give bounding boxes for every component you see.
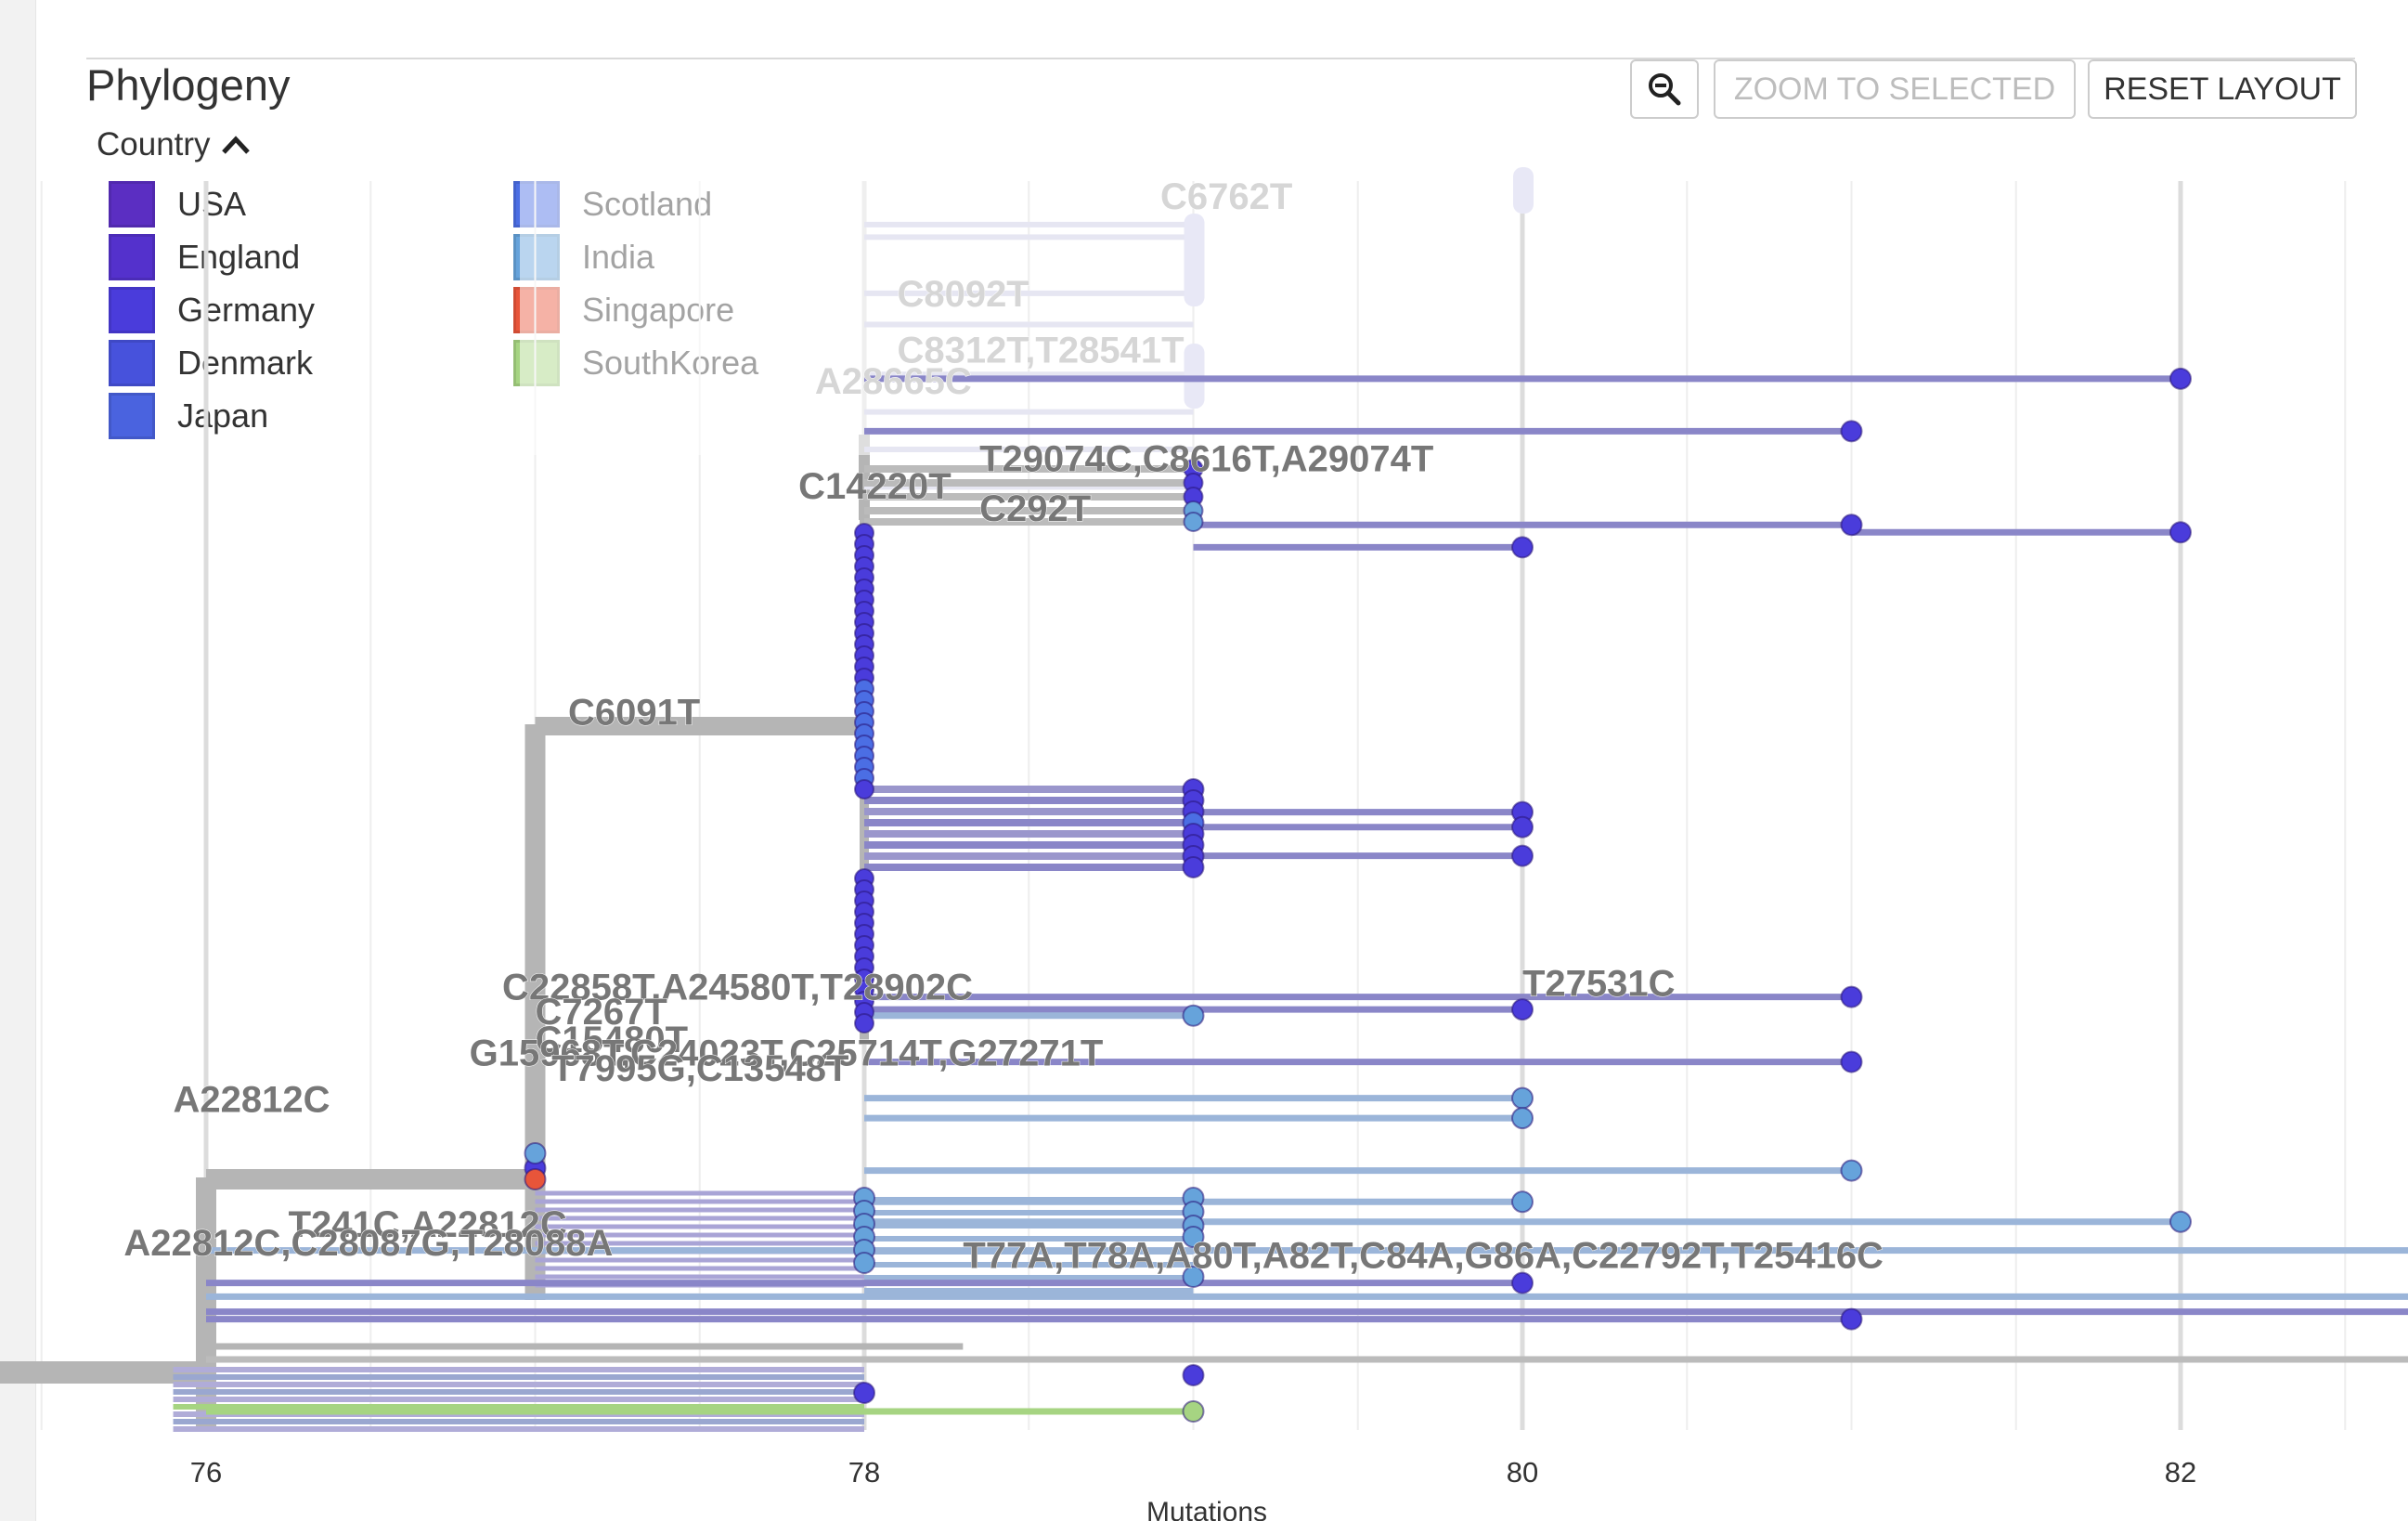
faded-node-cluster bbox=[1184, 214, 1205, 306]
tip-node bbox=[1511, 1190, 1534, 1214]
axis-tick-label: 78 bbox=[848, 1456, 880, 1488]
branch-label: C7267T bbox=[536, 992, 667, 1033]
branch-label: T7995G,C13548T bbox=[551, 1048, 848, 1089]
tip-node bbox=[1511, 815, 1534, 838]
branch-label: T241C,A22812C bbox=[289, 1204, 567, 1245]
faded-region bbox=[520, 149, 910, 455]
legend-label: Denmark bbox=[177, 344, 314, 382]
tip-node bbox=[853, 1382, 875, 1404]
tip-node bbox=[1182, 1400, 1205, 1423]
zoom-to-selected-button[interactable]: ZOOM TO SELECTED bbox=[1714, 59, 2076, 119]
reset-layout-button[interactable]: RESET LAYOUT bbox=[2088, 59, 2357, 119]
branch-label: T29074C,C8616T,A29074T bbox=[979, 438, 1433, 479]
tip-node bbox=[1182, 1226, 1205, 1248]
branch-label: C292T bbox=[979, 488, 1091, 529]
legend-swatch bbox=[109, 234, 155, 280]
zoom-out-button[interactable] bbox=[1630, 59, 1699, 119]
axis-tick-label: 80 bbox=[1507, 1456, 1538, 1488]
legend-swatch bbox=[109, 340, 155, 386]
legend-item-usa[interactable]: USA bbox=[109, 179, 246, 229]
branch-label: G15968T,C24023T,C25714T,G27271T bbox=[470, 1034, 1104, 1074]
leaf-branches bbox=[173, 375, 2408, 1432]
chevron-up-icon bbox=[221, 136, 250, 154]
branch-label: C6762T bbox=[1160, 176, 1292, 217]
legend-item-japan[interactable]: Japan bbox=[109, 391, 268, 441]
branch-label: C22858T,A24580T,T28902C bbox=[502, 967, 973, 1008]
axis-title: Mutations bbox=[1146, 1497, 1267, 1521]
branch-label: C6091T bbox=[568, 692, 700, 733]
legend-item-england[interactable]: England bbox=[109, 232, 300, 282]
legend-item-germany[interactable]: Germany bbox=[109, 285, 315, 335]
tip-node bbox=[853, 1252, 875, 1274]
tip-node bbox=[1511, 998, 1534, 1021]
tip-node bbox=[2169, 1210, 2192, 1233]
branch-label: C8092T bbox=[897, 274, 1029, 315]
tip-node bbox=[1840, 514, 1863, 537]
legend-swatch bbox=[109, 181, 155, 228]
tip-node bbox=[524, 1142, 547, 1164]
tip-node bbox=[1182, 1364, 1205, 1386]
tip-node bbox=[1840, 420, 1863, 443]
tip-node bbox=[1840, 1159, 1863, 1182]
branch-label: C15480T bbox=[536, 1020, 689, 1060]
tip-node bbox=[2169, 367, 2192, 390]
axis-tick-label: 76 bbox=[190, 1456, 222, 1488]
branch-label: C14220T bbox=[798, 466, 952, 507]
tip-node bbox=[1183, 512, 1204, 532]
tip-node bbox=[1840, 1050, 1863, 1073]
branch-label: C8312T,T28541T bbox=[897, 330, 1184, 370]
legend-label: Germany bbox=[177, 291, 316, 329]
branch-label: A22812C,C28087G,T28088A bbox=[123, 1223, 613, 1264]
x-axis: 76788082848688Mutations bbox=[190, 1456, 2196, 1521]
tip-nodes bbox=[524, 367, 2192, 1423]
magnifier-zoom-out-icon bbox=[1649, 73, 1681, 106]
tip-node bbox=[1511, 1086, 1534, 1110]
tip-node bbox=[524, 1168, 547, 1190]
tip-node bbox=[1840, 1307, 1863, 1331]
tip-node bbox=[1182, 1266, 1205, 1288]
legend-swatch bbox=[109, 393, 155, 439]
legend-header: Country bbox=[97, 126, 211, 162]
tip-node bbox=[1511, 844, 1534, 867]
branch-label: A22812C bbox=[174, 1079, 330, 1120]
branch-label: T27531C bbox=[1522, 963, 1676, 1004]
legend-label: England bbox=[177, 238, 301, 276]
tip-node bbox=[854, 779, 874, 800]
branch-label: T77A,T78A,A80T,A82T,C84A,G86A,C22792T,T2… bbox=[963, 1236, 1884, 1277]
tip-node bbox=[1182, 856, 1205, 878]
tip-node bbox=[1511, 1107, 1534, 1130]
legend-label: USA bbox=[177, 185, 247, 223]
tip-node bbox=[1182, 1004, 1205, 1027]
legend-item-denmark[interactable]: Denmark bbox=[109, 338, 313, 388]
legend-color-by-toggle[interactable]: Country bbox=[97, 126, 252, 163]
axis-tick-label: 82 bbox=[2165, 1456, 2196, 1488]
panel-title: Phylogeny bbox=[86, 60, 291, 110]
tip-node bbox=[1511, 536, 1534, 559]
tip-node bbox=[2169, 521, 2192, 544]
tip-node bbox=[1511, 1271, 1534, 1294]
legend-swatch bbox=[109, 287, 155, 333]
tip-node bbox=[1840, 985, 1863, 1008]
page-left-edge bbox=[0, 0, 36, 1521]
panel-top-divider bbox=[86, 58, 2355, 59]
branch-label: A28665C bbox=[815, 361, 972, 402]
tip-node bbox=[854, 1013, 874, 1034]
branch-labels: C6762T C8092T C8312T,T28541TA28665CT29074C… bbox=[123, 176, 1884, 1277]
legend-label: Japan bbox=[177, 396, 269, 435]
faded-node-cluster bbox=[1513, 167, 1534, 214]
